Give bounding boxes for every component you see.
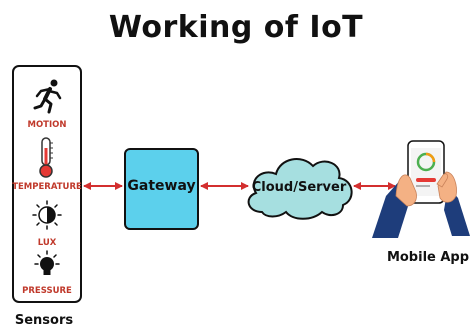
gateway-box	[124, 148, 199, 230]
mobile-app-caption: Mobile App	[387, 250, 469, 265]
diagram-title: Working of IoT	[108, 10, 364, 45]
mobile-app-icon	[372, 140, 470, 238]
sensor-label-temperature: TEMPERATURE	[12, 182, 82, 192]
sensors-panel	[12, 65, 82, 303]
gateway-label: Gateway	[127, 178, 195, 194]
lightbulb-icon	[34, 250, 60, 275]
sensor-label-lux: LUX	[38, 238, 57, 248]
sensor-label-pressure: PRESSURE	[22, 286, 72, 296]
sensor-label-motion: MOTION	[28, 120, 67, 130]
half-sun-icon	[32, 200, 62, 230]
thermometer-icon	[39, 137, 53, 178]
cloud-shape	[247, 158, 353, 220]
sensors-caption: Sensors	[15, 313, 74, 328]
cloud-label: Cloud/Server	[252, 180, 347, 195]
running-person-icon	[33, 79, 62, 114]
